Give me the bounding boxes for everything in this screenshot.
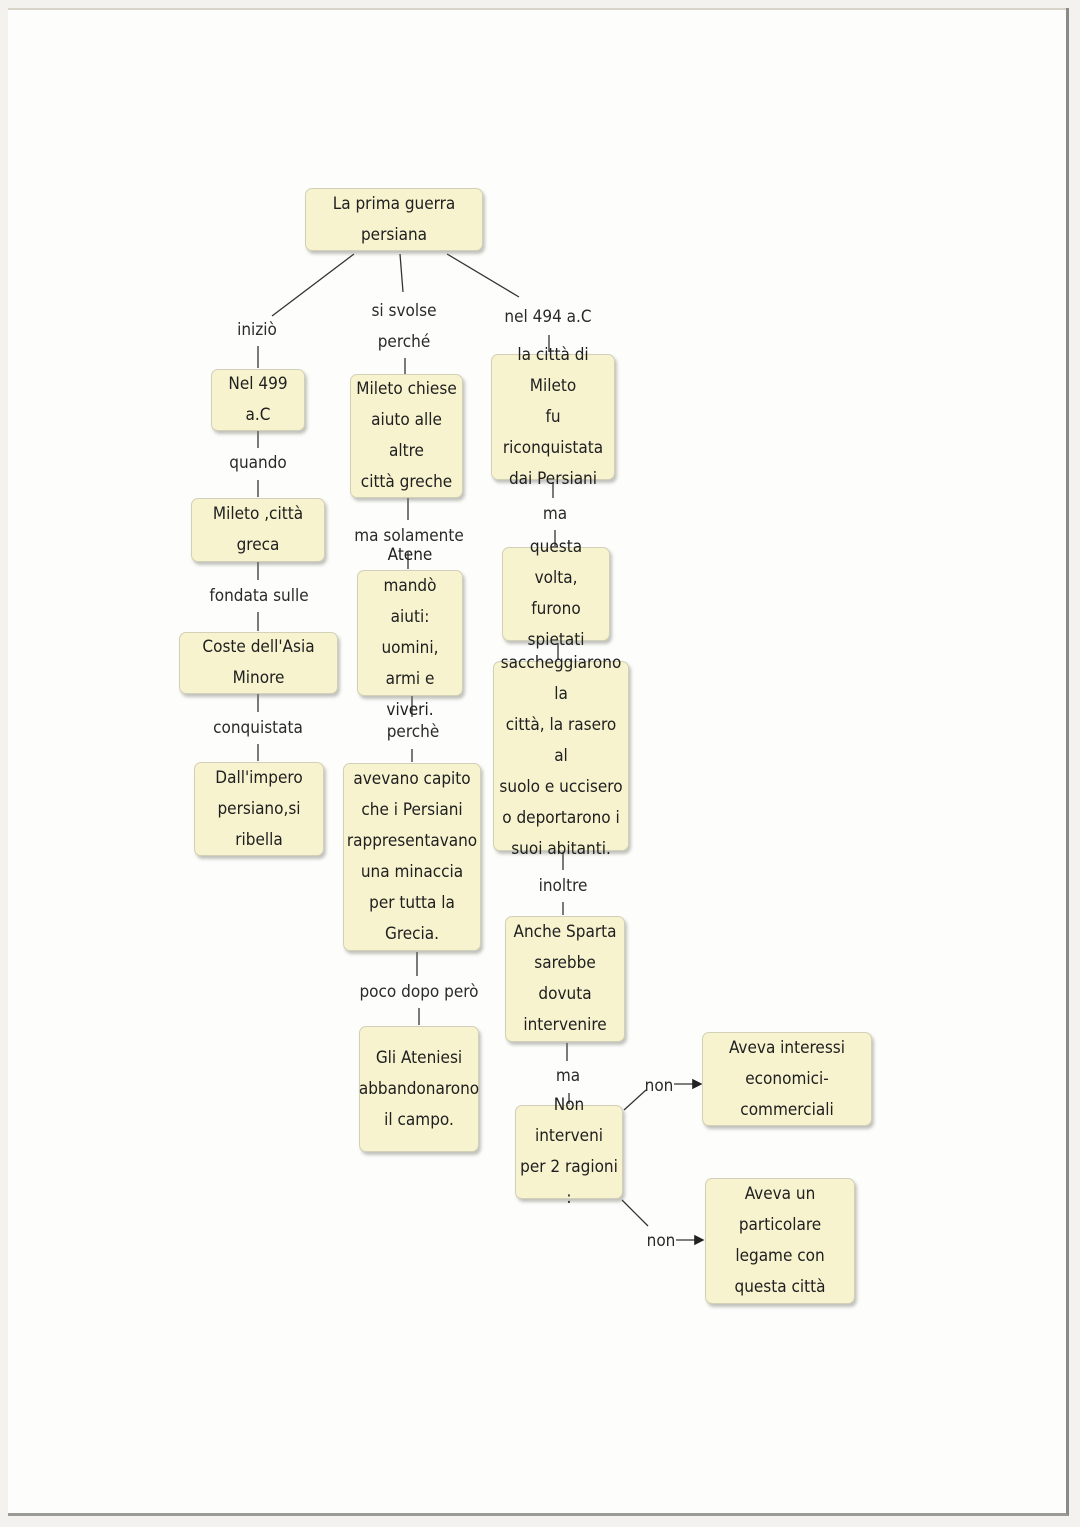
link-label-mid-3: poco dopo però	[359, 982, 479, 1002]
link-label-mid-1: ma solamente	[354, 526, 464, 546]
node-mid-2: Atene mandò aiuti: uomini, armi e viveri…	[357, 545, 463, 720]
node-reason-1: Aveva interessi economici-commerciali	[702, 1032, 872, 1126]
node-root-title: La prima guerra persiana	[305, 188, 483, 251]
node-right-3: saccheggiarono la città, la rasero al su…	[493, 653, 629, 859]
link-label-inizio: iniziò	[237, 320, 277, 340]
link-label-right-2: inoltre	[538, 876, 588, 896]
link-label-si-svolse: si svolse perché	[371, 301, 437, 352]
node-left-1: Nel 499 a.C	[211, 369, 305, 431]
node-right-2: questa volta, furono spietati	[502, 537, 610, 650]
node-mid-1: Mileto chiese aiuto alle altre città gre…	[350, 374, 463, 498]
node-reason-2: Aveva un particolare legame con questa c…	[705, 1178, 855, 1304]
link-label-left-1: quando	[229, 453, 287, 473]
link-label-left-2: fondata sulle	[209, 586, 309, 606]
node-left-3: Coste dell'Asia Minore	[179, 632, 338, 694]
link-root-left	[271, 253, 355, 317]
link-label-right-3: ma	[555, 1066, 581, 1086]
node-left-4: Dall'impero persiano,si ribella	[194, 762, 324, 856]
link-reason-1a	[623, 1089, 647, 1111]
link-label-non-2: non	[646, 1231, 676, 1251]
node-right-1: la città di Mileto fu riconquistata dai …	[491, 345, 615, 489]
link-label-left-3: conquistata	[213, 718, 303, 738]
link-label-mid-2: perchè	[386, 722, 440, 742]
node-mid-4: Gli Ateniesi abbandonarono il campo.	[359, 1026, 479, 1152]
node-mid-3: avevano capito che i Persiani rappresent…	[343, 763, 481, 951]
link-root-middle	[399, 253, 404, 293]
node-right-5: Non interveni per 2 ragioni :	[515, 1095, 623, 1208]
link-label-right-1: ma	[542, 504, 568, 524]
link-label-non-1: non	[644, 1076, 674, 1096]
node-left-2: Mileto ,città greca	[191, 498, 325, 562]
link-label-nel-494: nel 494 a.C	[504, 307, 592, 327]
link-root-right	[446, 253, 520, 298]
node-right-4: Anche Sparta sarebbe dovuta intervenire	[505, 916, 625, 1042]
link-reason-2a	[621, 1199, 649, 1227]
